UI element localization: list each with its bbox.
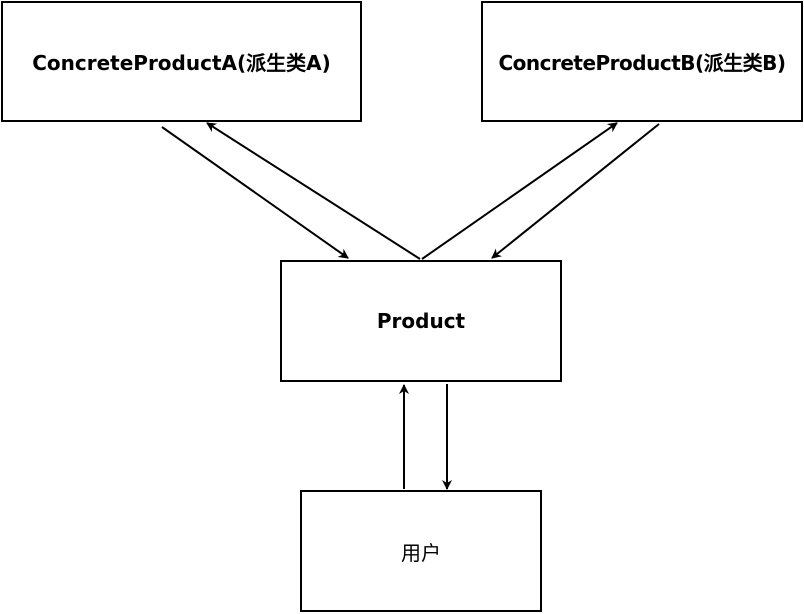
edge-concrete-b-to-product [491,123,660,259]
user-label: 用户 [401,540,441,565]
edge-product-to-concrete-b [421,122,618,260]
concrete-product-a-label: ConcreteProductA(派生类A) [32,51,331,75]
edge-concrete-a-to-product [161,126,349,259]
product-box[interactable]: Product [280,260,562,382]
user-box[interactable]: 用户 [300,490,542,612]
concrete-product-a-box[interactable]: ConcreteProductA(派生类A) [1,1,362,122]
concrete-product-b-box[interactable]: ConcreteProductB(派生类B) [481,1,803,122]
product-label: Product [376,309,466,333]
concrete-product-b-label: ConcreteProductB(派生类B) [498,51,786,75]
edge-product-to-concrete-a [206,122,421,260]
